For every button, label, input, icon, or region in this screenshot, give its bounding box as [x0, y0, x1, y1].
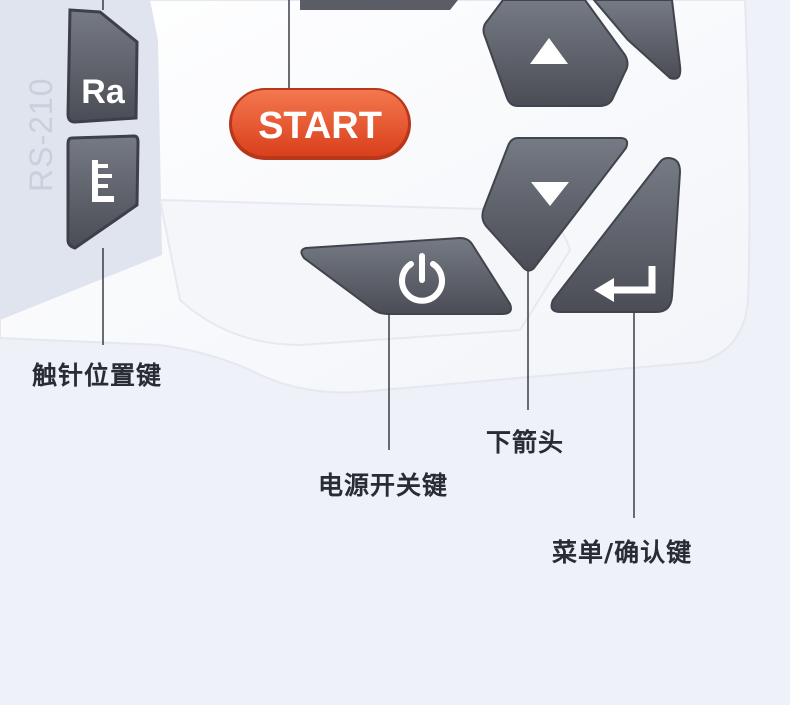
- power-icon: [399, 253, 445, 304]
- right-upper-key[interactable]: [592, 0, 682, 80]
- start-button-label: START: [258, 105, 382, 147]
- model-label: RS-210: [23, 78, 59, 193]
- ra-key-label: Ra: [81, 73, 126, 111]
- ruler-icon: [92, 160, 114, 202]
- up-arrow-icon: [530, 38, 568, 64]
- up-arrow-key[interactable]: [482, 0, 629, 107]
- callout-down-arrow: 下箭头: [486, 428, 565, 457]
- down-arrow-icon: [531, 182, 569, 206]
- start-button[interactable]: START: [229, 88, 411, 160]
- callout-power-key: 电源开关键: [318, 471, 449, 500]
- callout-menu-confirm-key: 菜单/确认键: [552, 538, 693, 567]
- menu-confirm-key[interactable]: [550, 156, 682, 313]
- power-key[interactable]: [300, 236, 512, 315]
- callout-probe-position-key: 触针位置键: [32, 361, 163, 390]
- ra-key[interactable]: Ra: [66, 8, 139, 124]
- top-key-partial: [300, 0, 458, 10]
- leader-lines: [102, 0, 635, 518]
- enter-icon: [594, 266, 656, 302]
- down-arrow-key[interactable]: [481, 137, 629, 272]
- probe-position-key[interactable]: [66, 134, 140, 250]
